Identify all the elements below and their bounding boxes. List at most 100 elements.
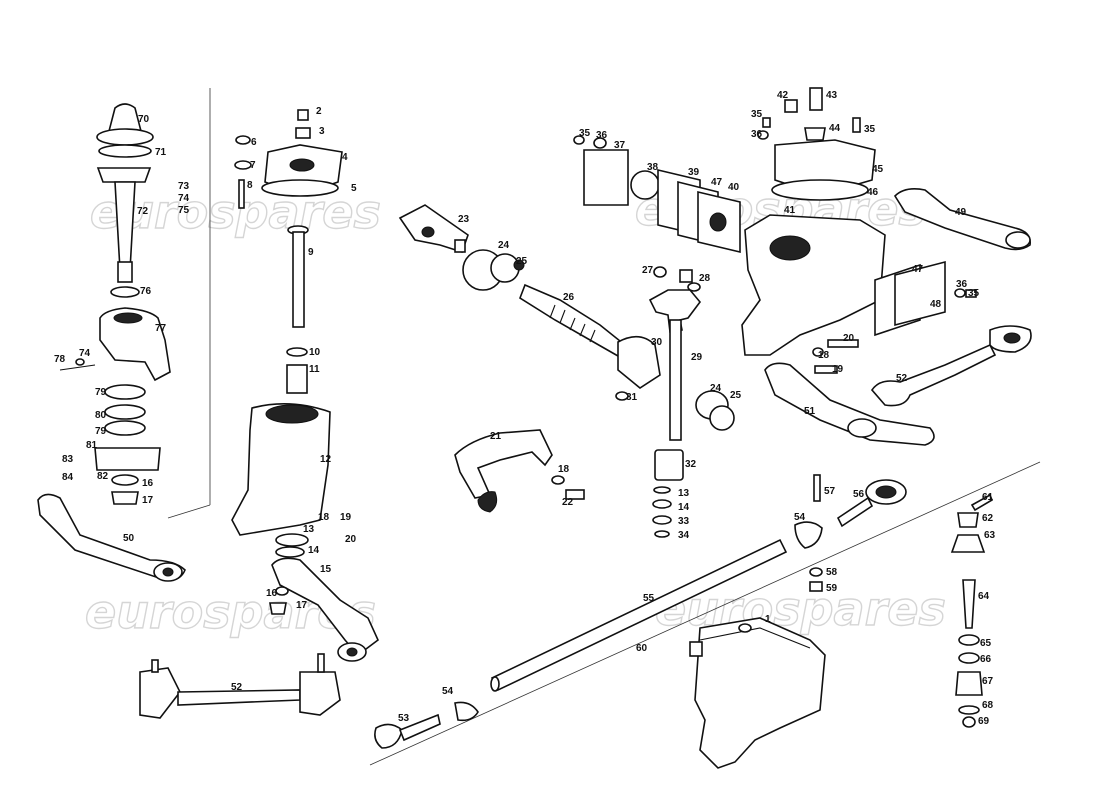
callout-13-a: 13 <box>303 524 315 535</box>
bearing-races-24-25 <box>462 249 525 291</box>
callout-58: 58 <box>826 567 838 578</box>
callout-76: 76 <box>140 286 152 297</box>
rocker-shaft-29 <box>648 282 702 538</box>
callout-77: 77 <box>155 323 167 334</box>
callout-14-b: 14 <box>678 502 690 513</box>
callout-20-a: 20 <box>345 534 357 545</box>
idler-arm-49 <box>893 188 1032 251</box>
callout-57: 57 <box>824 486 836 497</box>
callout-18-c: 18 <box>558 464 570 475</box>
callout-36-a: 36 <box>596 130 608 141</box>
callout-19-a: 19 <box>340 512 352 523</box>
watermark-top-left: eurospares <box>90 185 381 239</box>
callout-81: 81 <box>86 440 98 451</box>
steering-box-lower <box>59 307 171 505</box>
track-rod-52 <box>139 653 341 719</box>
callout-42: 42 <box>777 90 789 101</box>
callout-13-b: 13 <box>678 488 690 499</box>
top-cover-45 <box>757 87 876 201</box>
callout-16-a: 16 <box>266 588 278 599</box>
callout-55: 55 <box>643 593 655 604</box>
upper-cover-4 <box>234 109 343 394</box>
callout-50: 50 <box>123 533 135 544</box>
rod-ends-53-54-56 <box>374 474 907 749</box>
callout-74-b: 74 <box>79 348 91 359</box>
callout-18-a: 18 <box>318 512 330 523</box>
callout-labels: 1 2 3 4 5 6 7 8 9 10 11 12 13 14 15 16 1… <box>54 90 996 727</box>
bearings-24-25-lower <box>615 266 735 431</box>
callout-74-a: 74 <box>178 193 190 204</box>
callout-21: 21 <box>490 431 502 442</box>
callout-35-c: 35 <box>864 124 876 135</box>
pedal-bracket-21 <box>454 429 585 513</box>
callout-69: 69 <box>978 716 990 727</box>
callout-10-a: 10 <box>309 347 321 358</box>
callout-3: 3 <box>319 126 325 137</box>
callout-17-b: 17 <box>142 495 154 506</box>
callout-26: 26 <box>563 292 575 303</box>
callout-59: 59 <box>826 583 838 594</box>
callout-61: 61 <box>982 492 994 503</box>
ball-joint-stack-61-69 <box>950 493 993 728</box>
callout-53: 53 <box>398 713 410 724</box>
callout-52-b: 52 <box>231 682 243 693</box>
callout-63: 63 <box>984 530 996 541</box>
column-tube-55 <box>490 538 788 692</box>
callout-28: 28 <box>699 273 711 284</box>
callout-47-b: 47 <box>912 264 924 275</box>
callout-4: 4 <box>342 152 348 163</box>
cover-plates-37-40 <box>573 135 741 254</box>
callout-43: 43 <box>826 90 838 101</box>
callout-18-b: 18 <box>818 350 830 361</box>
callout-44: 44 <box>829 123 841 134</box>
callout-68: 68 <box>982 700 994 711</box>
callout-7: 7 <box>250 160 256 171</box>
callout-16-b: 16 <box>142 478 154 489</box>
universal-joint-23 <box>398 204 469 253</box>
callout-30: 30 <box>651 337 663 348</box>
callout-65: 65 <box>980 638 992 649</box>
steering-arm-51 <box>764 362 935 446</box>
callout-56: 56 <box>853 489 865 500</box>
steering-box-1 <box>689 617 826 769</box>
callout-5: 5 <box>351 183 357 194</box>
callout-64: 64 <box>978 591 990 602</box>
callout-33: 33 <box>678 516 690 527</box>
callout-35-d: 35 <box>968 288 980 299</box>
callout-24-b: 24 <box>710 383 722 394</box>
callout-80: 80 <box>95 410 107 421</box>
callout-34: 34 <box>678 530 690 541</box>
callout-40: 40 <box>728 182 740 193</box>
callout-25-b: 25 <box>730 390 742 401</box>
callout-32: 32 <box>685 459 697 470</box>
callout-72: 72 <box>137 206 149 217</box>
callout-1: 1 <box>765 614 771 625</box>
callout-38: 38 <box>647 162 659 173</box>
callout-82: 82 <box>97 471 109 482</box>
callout-20-b: 20 <box>843 333 855 344</box>
callout-60: 60 <box>636 643 648 654</box>
worm-shaft-26 <box>519 283 661 389</box>
callout-52-a: 52 <box>896 373 908 384</box>
callout-29: 29 <box>691 352 703 363</box>
callout-54-a: 54 <box>442 686 454 697</box>
callout-45: 45 <box>872 164 884 175</box>
callout-25-a: 25 <box>516 256 528 267</box>
callout-49: 49 <box>955 207 967 218</box>
callout-23: 23 <box>458 214 470 225</box>
callout-27: 27 <box>642 265 654 276</box>
callout-71: 71 <box>155 147 167 158</box>
callout-36-b: 36 <box>751 129 763 140</box>
callout-83: 83 <box>62 454 74 465</box>
callout-66: 66 <box>980 654 992 665</box>
callout-70: 70 <box>138 114 150 125</box>
callout-48: 48 <box>930 299 942 310</box>
callout-62: 62 <box>982 513 994 524</box>
callout-15: 15 <box>320 564 332 575</box>
callout-12: 12 <box>320 454 332 465</box>
callout-37: 37 <box>614 140 626 151</box>
callout-22: 22 <box>562 497 574 508</box>
callout-35-b: 35 <box>751 109 763 120</box>
callout-75: 75 <box>178 205 190 216</box>
callout-39: 39 <box>688 167 700 178</box>
